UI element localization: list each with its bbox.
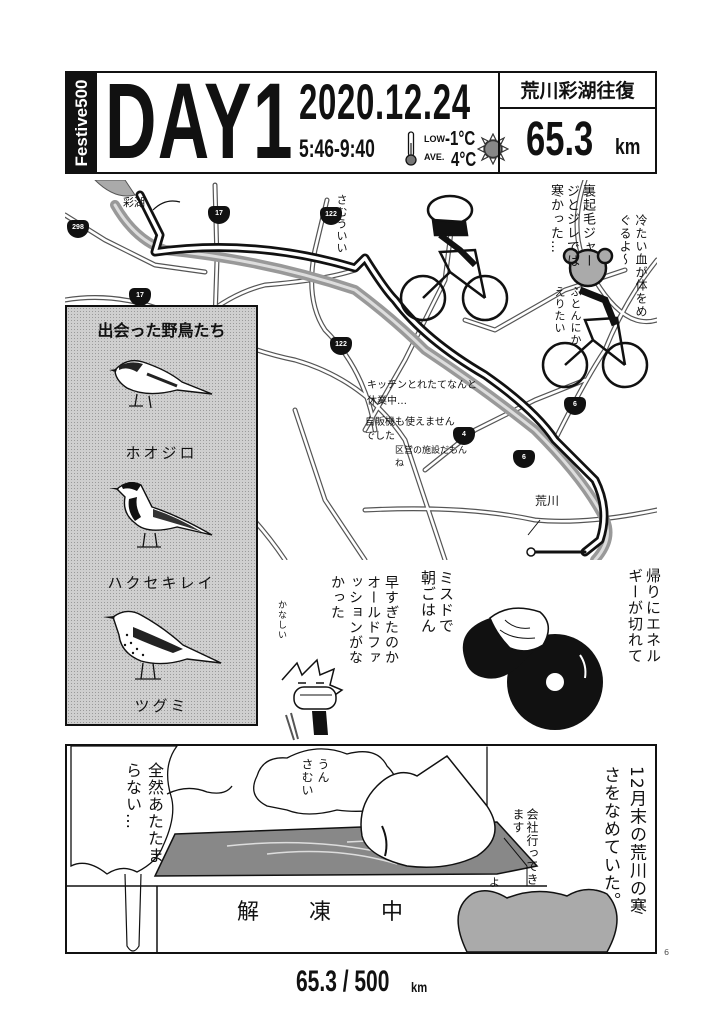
thermometer-icon: [405, 131, 417, 166]
cyclist-bear: [541, 247, 649, 389]
donuts-illustration: [462, 607, 603, 730]
bath-panel: 全然あたたまらない… うん さむい 解 凍 中 会社行ってきます よ 12月末の…: [65, 744, 657, 954]
low-temp-value: -1°C: [445, 128, 476, 150]
ride-time-range: 5:46-9:40: [299, 135, 375, 163]
caption-cold-reply: うん さむい: [300, 758, 330, 797]
bird-name-hoojiro: ホオジロ: [125, 444, 198, 462]
route-shield-122: 122: [320, 207, 342, 225]
caption-kitchen: キッチンとれたてなんと 休業中…: [367, 380, 477, 407]
day-header-box: Festive500 DAY1 2020.12.24 5:46-9:40 LOW…: [65, 67, 657, 175]
caption-ward: 区営の施設だもんね: [395, 446, 468, 469]
caption-energy: 帰りにエネルギーが切れて: [626, 568, 662, 664]
caption-old-fashion: 早すぎたのかオールドファッションがなかった: [329, 575, 399, 665]
bird-hoojiro-illustration: [109, 359, 213, 409]
total-progress-unit: km: [411, 979, 428, 995]
route-shield-6: 6: [564, 397, 586, 415]
place-label-saiko: 彩湖: [123, 196, 145, 209]
caption-cold-blood: 冷たい血が体をめぐるよ〜: [618, 214, 648, 318]
ride-date: 2020.12.24: [299, 74, 471, 130]
caption-not-warm: 全然あたたまらない…: [123, 762, 164, 864]
bird-name-tsugumi: ツグミ: [134, 697, 189, 715]
series-label: Festive500: [72, 79, 91, 166]
page-number: 6: [664, 948, 670, 957]
series-tag: Festive500: [67, 73, 97, 172]
narration-text: 12月末の荒川の寒さをなめていた。: [600, 766, 646, 916]
ave-temp-label: AVE.: [424, 152, 445, 162]
day-title: DAY1: [105, 60, 294, 181]
caption-sad: かなしい: [276, 600, 286, 640]
route-shield-6: 6: [513, 450, 535, 468]
distance-unit: km: [615, 134, 641, 159]
route-shield-298: 298: [67, 220, 89, 238]
total-progress: 65.3 / 500: [296, 965, 390, 998]
bath-illustration: [67, 746, 652, 952]
caption-off-to-work: 会社行ってきます: [511, 808, 539, 886]
bird-hakusekirei-illustration: [109, 482, 213, 548]
route-shield-122: 122: [330, 337, 352, 355]
low-temp-label: LOW: [424, 134, 445, 144]
route-name: 荒川彩湖往復: [500, 73, 655, 109]
route-shield-17: 17: [129, 288, 151, 306]
distance-value: 65.3: [526, 113, 594, 166]
distance-cell: 65.3 km: [500, 109, 655, 170]
route-shield-17: 17: [208, 206, 230, 224]
caption-yo: よ: [489, 876, 500, 889]
bird-name-hakusekirei: ハクセキレイ: [107, 574, 216, 592]
place-label-arakawa: 荒川: [535, 494, 560, 508]
defrosting-label: 解 凍 中: [237, 900, 418, 925]
birds-panel-title: 出会った野鳥たち: [97, 321, 226, 340]
caption-cold: さむういい: [335, 194, 348, 254]
wild-birds-panel: 出会った野鳥たち ホオジロ ハクセキレイ ツグミ: [65, 305, 258, 726]
caption-vending: 自販機も使えませんでした: [365, 417, 455, 442]
caption-jersey: 裏起毛ジャージとジレでは寒かった…: [548, 184, 595, 268]
bird-tsugumi-illustration: [103, 610, 222, 680]
masked-character-illustration: [281, 658, 344, 741]
caption-futon: ふとんにかえりたい: [553, 286, 582, 346]
cyclist-girl: [399, 194, 509, 322]
caption-misdo: ミスドで朝ごはん: [419, 570, 455, 634]
route-shield-4: 4: [453, 427, 475, 445]
ave-temp-value: 4°C: [451, 149, 477, 171]
route-summary: 荒川彩湖往復 65.3 km: [498, 73, 655, 172]
progress-footer: 65.3 / 500 km: [296, 965, 429, 999]
